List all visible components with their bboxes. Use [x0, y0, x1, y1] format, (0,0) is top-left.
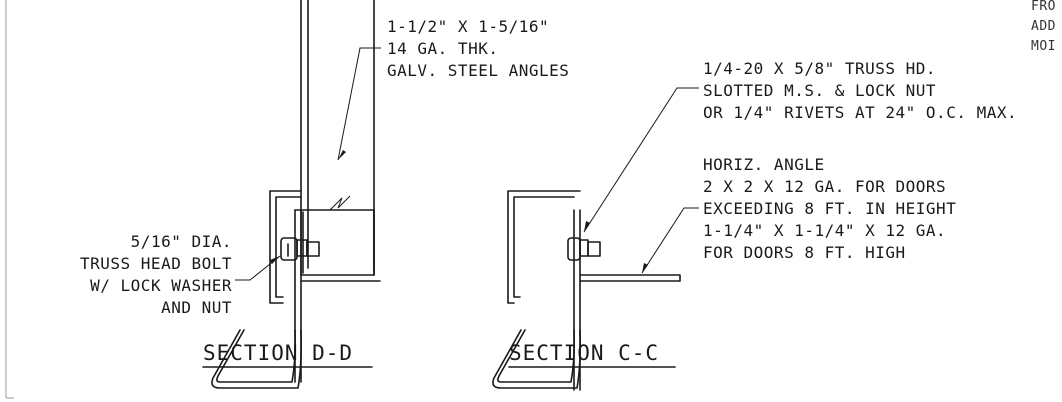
- note-clipped-corner: FRO ADD MOI: [1031, 0, 1056, 54]
- section-d-d-bolt: [280, 237, 320, 261]
- note-bolt-line-4: AND NUT: [161, 298, 232, 317]
- section-d-d-title: SECTION D-D: [202, 341, 373, 368]
- note-bolt-line-3: W/ LOCK WASHER: [90, 276, 232, 295]
- section-c-c-profile: [492, 190, 681, 391]
- note-horiz-angle-line-1: HORIZ. ANGLE: [703, 155, 825, 174]
- note-bolt-line-2: TRUSS HEAD BOLT: [80, 254, 232, 273]
- note-horiz-angle-line-2: 2 X 2 X 12 GA. FOR DOORS: [703, 177, 946, 196]
- section-d-d-profile: [211, 0, 381, 389]
- note-screw-line-2: SLOTTED M.S. & LOCK NUT: [703, 81, 936, 100]
- section-c-c-title: SECTION C-C: [508, 341, 676, 368]
- section-c-c-label: SECTION C-C: [509, 341, 659, 365]
- note-angles-line-3: GALV. STEEL ANGLES: [387, 61, 569, 80]
- section-d-d-label: SECTION D-D: [203, 341, 353, 365]
- note-screw-line-1: 1/4-20 X 5/8" TRUSS HD.: [703, 59, 936, 78]
- note-clipped-line-3: MOI: [1031, 39, 1056, 54]
- note-horiz-angle: HORIZ. ANGLE 2 X 2 X 12 GA. FOR DOORS EX…: [641, 155, 956, 274]
- sheet-border: [5, 0, 14, 399]
- note-clipped-line-1: FRO: [1031, 0, 1056, 14]
- note-bolt: 5/16" DIA. TRUSS HEAD BOLT W/ LOCK WASHE…: [80, 232, 281, 317]
- note-horiz-angle-line-5: FOR DOORS 8 FT. HIGH: [703, 243, 906, 262]
- note-angles-line-1: 1-1/2" X 1-5/16": [387, 17, 549, 36]
- note-screw-line-3: OR 1/4" RIVETS AT 24" O.C. MAX.: [703, 103, 1017, 122]
- note-angles-line-2: 14 GA. THK.: [387, 39, 498, 58]
- note-screw: 1/4-20 X 5/8" TRUSS HD. SLOTTED M.S. & L…: [583, 59, 1017, 233]
- note-angles: 1-1/2" X 1-5/16" 14 GA. THK. GALV. STEEL…: [337, 17, 569, 161]
- note-horiz-angle-line-4: 1-1/4" X 1-1/4" X 12 GA.: [703, 221, 946, 240]
- note-clipped-line-2: ADD: [1031, 19, 1056, 34]
- note-bolt-line-1: 5/16" DIA.: [131, 232, 232, 251]
- section-c-c-screw: [567, 237, 601, 261]
- note-horiz-angle-line-3: EXCEEDING 8 FT. IN HEIGHT: [703, 199, 956, 218]
